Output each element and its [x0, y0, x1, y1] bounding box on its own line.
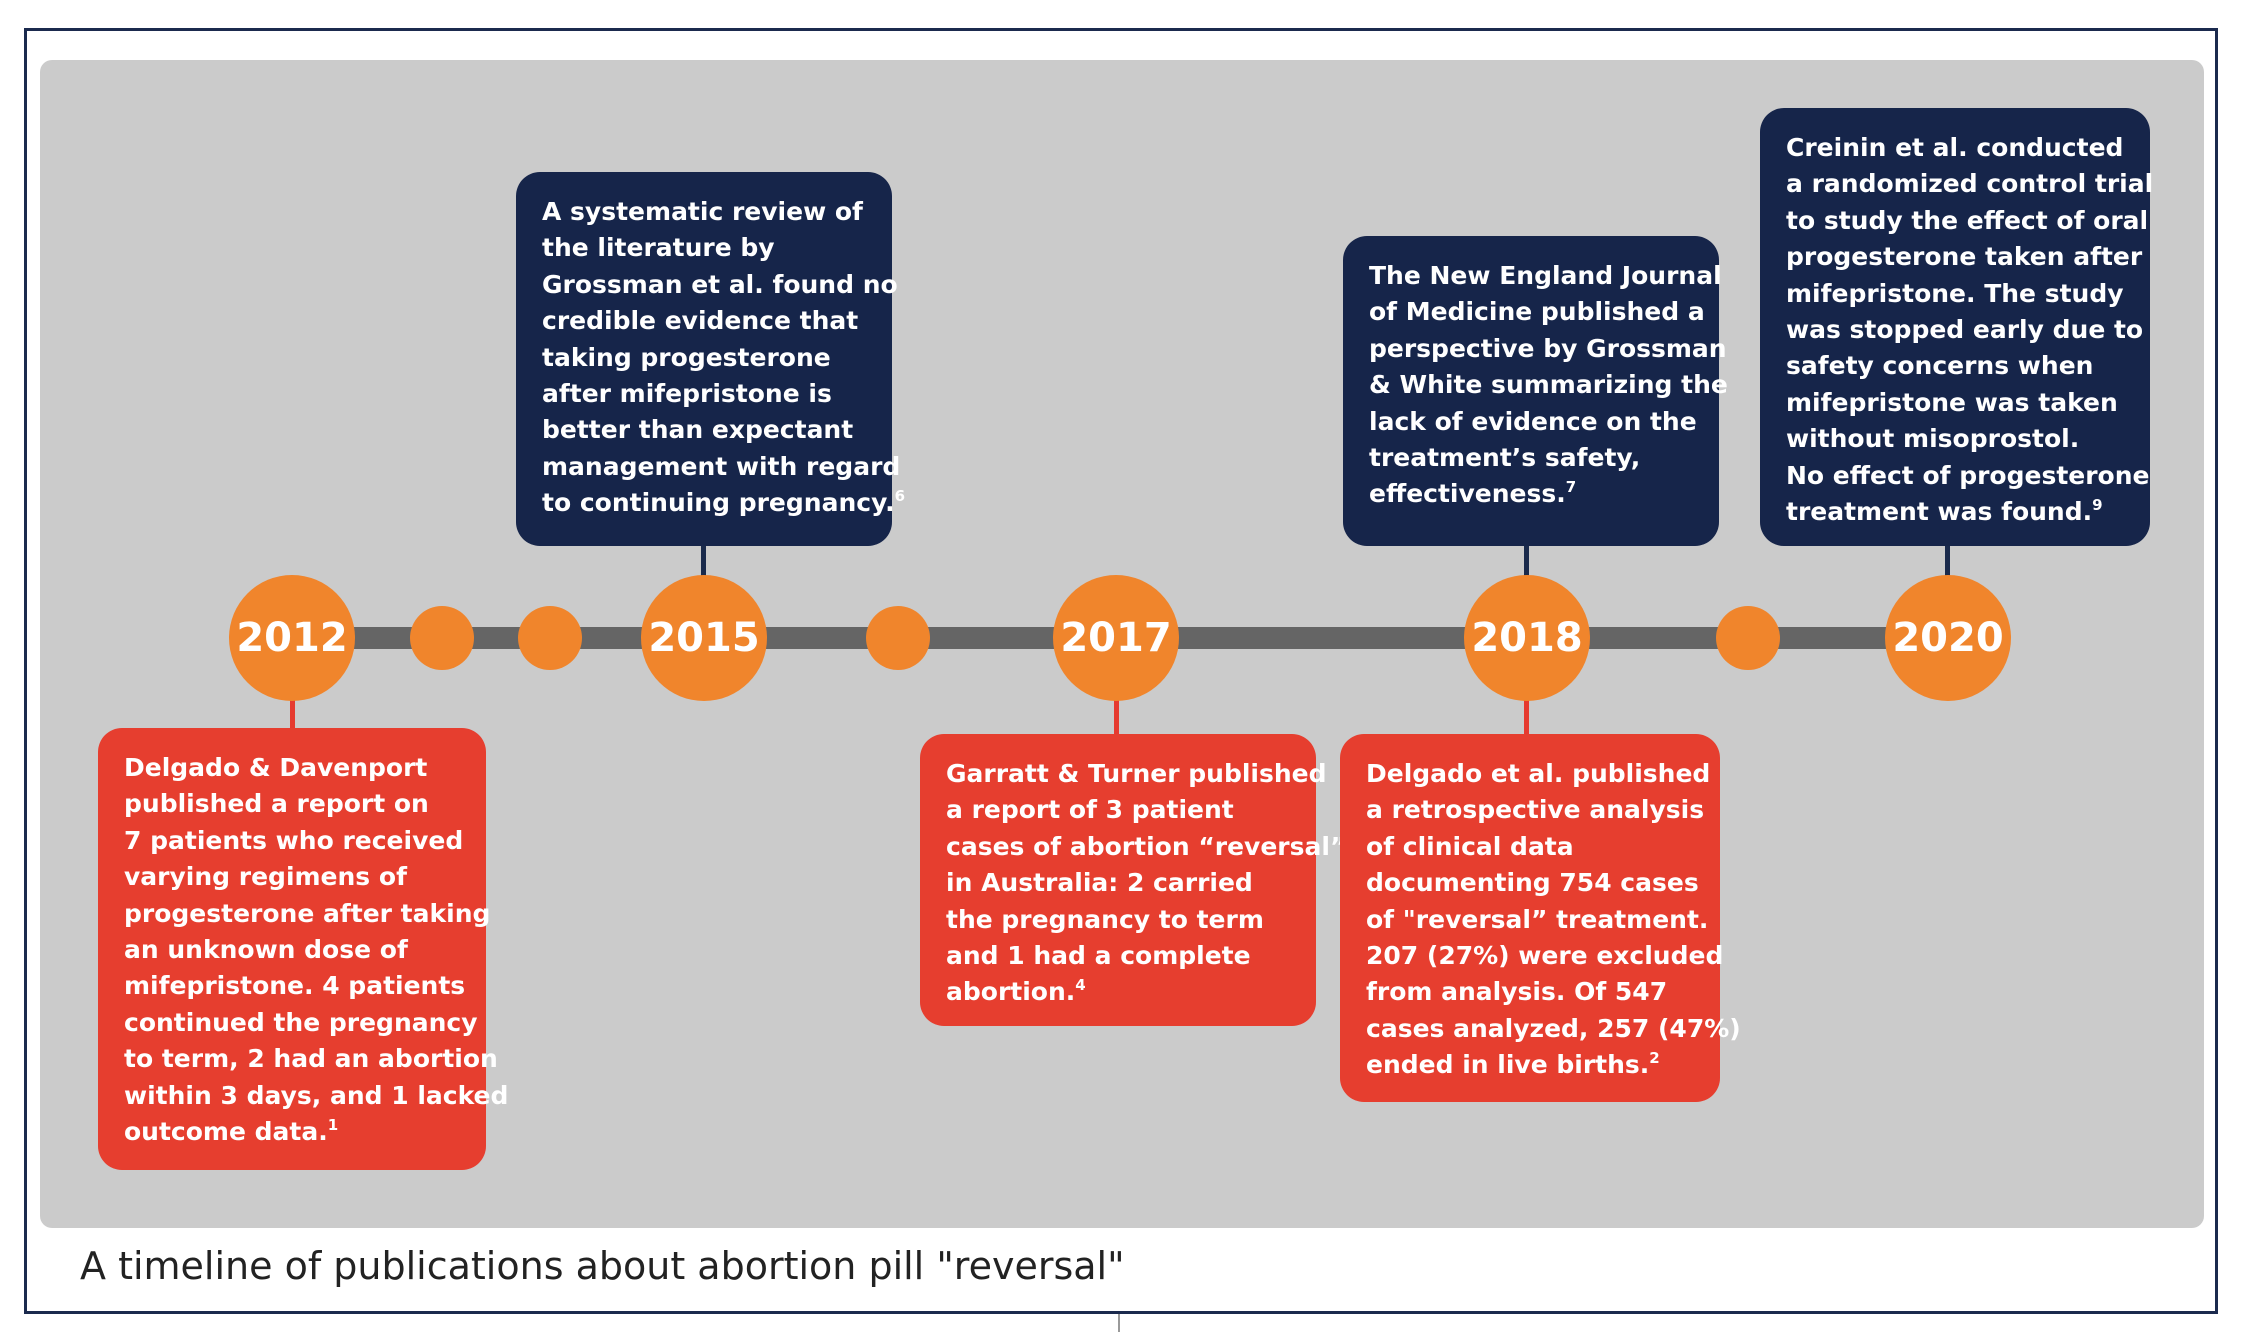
event-2012-line: to term, 2 had an abortion	[124, 1044, 498, 1074]
connector-2015	[701, 545, 706, 580]
event-2020-line: a randomized control trial	[1786, 169, 2154, 199]
event-2020-line: mifepristone was taken	[1786, 387, 2118, 417]
event-2015-line: Grossman et al. found no	[542, 269, 898, 299]
event-2018-delgado-line: 207 (27%) were excluded	[1366, 941, 1724, 971]
event-2018-nejm-line: of Medicine published a	[1369, 297, 1705, 327]
event-2020-line: progesterone taken after	[1786, 242, 2143, 272]
event-2020-line: No effect of progesterone	[1786, 460, 2150, 490]
event-2017-line: in Australia: 2 carried	[946, 868, 1253, 898]
event-2017-line: Garratt & Turner published	[946, 759, 1327, 788]
event-2020-line: mifepristone. The study	[1786, 278, 2124, 308]
reference-superscript: 2	[1649, 1049, 1660, 1068]
year-2015-marker: 2015	[641, 575, 767, 701]
event-2018-nejm-line: perspective by Grossman	[1369, 333, 1727, 363]
divider-tick	[1118, 1314, 1120, 1332]
event-2020-line: safety concerns when	[1786, 351, 2094, 381]
year-2012-marker: 2012	[229, 575, 355, 701]
event-2018-delgado-line: of clinical data	[1366, 831, 1574, 861]
event-2015-line: A systematic review of	[542, 197, 863, 226]
event-2018-delgado-line: from analysis. Of 547	[1366, 977, 1668, 1007]
timeline-dot	[518, 606, 582, 670]
event-2015-line: to continuing pregnancy.	[542, 488, 895, 518]
event-2012-line: within 3 days, and 1 lacked	[124, 1080, 509, 1110]
event-2018-nejm-line: effectiveness.	[1369, 479, 1566, 509]
event-2020-line: to study the effect of oral	[1786, 205, 2149, 235]
event-2017-line: a report of 3 patient	[946, 795, 1234, 825]
event-2012-line: Delgado & Davenport	[124, 753, 428, 782]
event-2018-nejm-line: lack of evidence on the	[1369, 406, 1697, 436]
event-2020-line: Creinin et al. conducted	[1786, 133, 2124, 162]
event-2017-line: cases of abortion “reversal”	[946, 831, 1347, 861]
event-2018-delgado-line: Delgado et al. published	[1366, 759, 1711, 788]
event-2018-delgado-line: ended in live births.	[1366, 1050, 1650, 1080]
event-2012-line: mifepristone. 4 patients	[124, 971, 466, 1001]
event-2020-line: was stopped early due to	[1786, 315, 2144, 345]
connector-2020	[1945, 545, 1950, 580]
reference-superscript: 7	[1565, 478, 1577, 497]
event-2018-delgado-box: Delgado et al. published a retrospective…	[1340, 734, 1741, 1102]
event-2015-line: management with regard	[542, 451, 901, 481]
event-2018-nejm-line: treatment’s safety,	[1369, 443, 1641, 473]
event-2015-line: taking progesterone	[542, 342, 831, 372]
event-2018-delgado-line: cases analyzed, 257 (47%)	[1366, 1013, 1741, 1043]
event-2018-delgado-line: a retrospective analysis	[1366, 795, 1705, 825]
event-2018-nejm-box: The New England Journal of Medicine publ…	[1343, 236, 1728, 546]
reference-superscript: 4	[1075, 976, 1086, 995]
event-2017-line: the pregnancy to term	[946, 904, 1264, 934]
event-2017-box: Garratt & Turner published a report of 3…	[920, 734, 1347, 1026]
connector-2018-bottom	[1524, 698, 1529, 735]
event-2018-nejm-line: The New England Journal	[1369, 261, 1722, 290]
event-2020-line: without misoprostol.	[1786, 424, 2080, 454]
reference-superscript: 9	[2092, 496, 2103, 515]
event-2015-line: credible evidence that	[542, 306, 859, 336]
event-2020-line: treatment was found.	[1786, 497, 2093, 527]
figure-caption: A timeline of publications about abortio…	[80, 1244, 1125, 1288]
event-2012-line: varying regimens of	[124, 862, 407, 892]
event-2015-box: A systematic review of the literature by…	[516, 172, 905, 546]
event-2015-line: better than expectant	[542, 415, 854, 445]
year-2020-marker: 2020	[1885, 575, 2011, 701]
event-2012-line: an unknown dose of	[124, 935, 408, 965]
event-2018-delgado-line: of "reversal” treatment.	[1366, 904, 1709, 934]
timeline-dot	[1716, 606, 1780, 670]
connector-2012	[290, 698, 295, 730]
event-2017-line: and 1 had a complete	[946, 941, 1251, 971]
event-2018-delgado-line: documenting 754 cases	[1366, 868, 1699, 898]
timeline-dot	[866, 606, 930, 670]
event-2018-nejm-line: & White summarizing the	[1369, 370, 1728, 400]
event-2012-line: published a report on	[124, 789, 429, 819]
event-2012-box: Delgado & Davenport published a report o…	[98, 728, 509, 1170]
event-2012-line: 7 patients who received	[124, 825, 464, 855]
year-2018-marker: 2018	[1464, 575, 1590, 701]
event-2015-line: after mifepristone is	[542, 379, 832, 409]
reference-superscript: 1	[327, 1116, 339, 1135]
event-2012-line: outcome data.	[124, 1117, 328, 1147]
event-2012-line: continued the pregnancy	[124, 1007, 478, 1037]
reference-superscript: 6	[894, 487, 906, 506]
connector-2018-top	[1524, 545, 1529, 580]
timeline-dot	[410, 606, 474, 670]
event-2017-line: abortion.	[946, 977, 1076, 1007]
event-2012-line: progesterone after taking	[124, 898, 491, 928]
event-2020-box: Creinin et al. conducted a randomized co…	[1760, 108, 2154, 546]
connector-2017	[1114, 698, 1119, 735]
event-2015-line: the literature by	[542, 233, 775, 263]
year-2017-marker: 2017	[1053, 575, 1179, 701]
